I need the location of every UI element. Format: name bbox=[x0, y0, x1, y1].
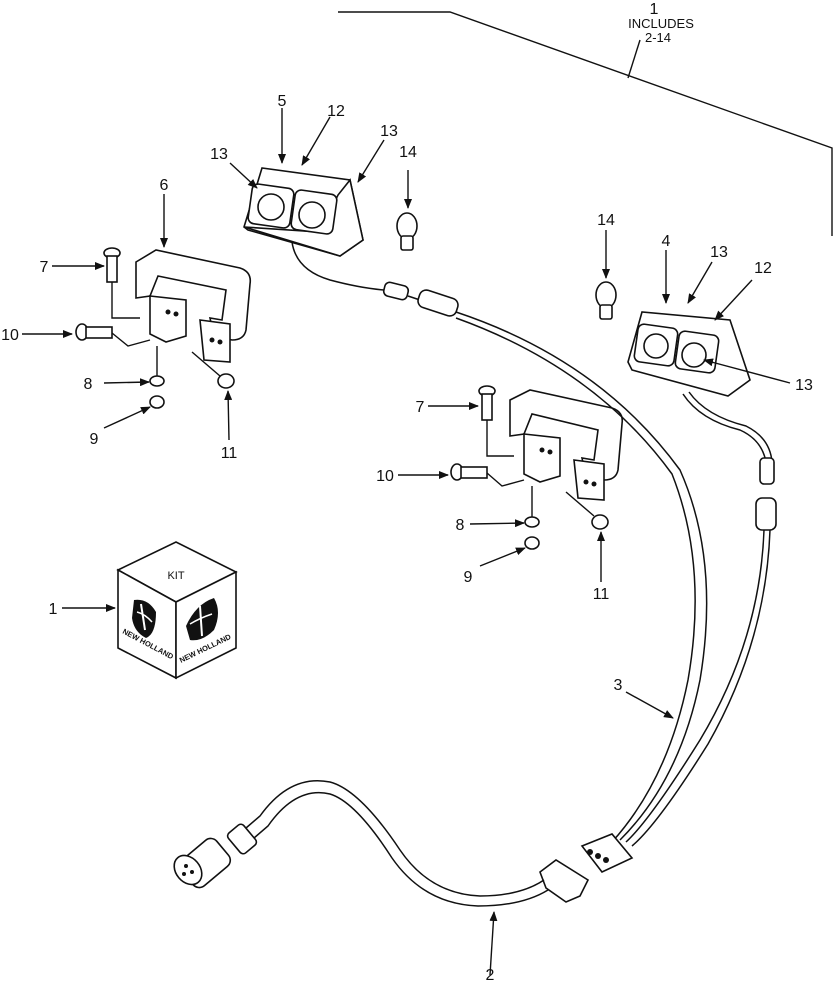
callout-5: 5 bbox=[278, 93, 287, 110]
callout-8-right: 8 bbox=[456, 517, 465, 534]
nut-11-left bbox=[191, 351, 235, 389]
bulb-14-right bbox=[595, 281, 617, 320]
washer-8-left bbox=[149, 346, 165, 387]
leader-arrows bbox=[22, 108, 791, 976]
callout-9-right: 9 bbox=[464, 569, 473, 586]
callout-1-kit: 1 bbox=[49, 601, 58, 618]
callout-13-c: 13 bbox=[710, 244, 728, 261]
range-label: 2-14 bbox=[645, 30, 671, 45]
nut-9-right bbox=[524, 536, 540, 550]
callout-1-top: 1 bbox=[650, 1, 659, 18]
callout-3: 3 bbox=[614, 677, 623, 694]
callout-11-right: 11 bbox=[593, 586, 610, 603]
callout-13-b: 13 bbox=[380, 123, 398, 140]
callout-8-left: 8 bbox=[84, 376, 93, 393]
callout-11-left: 11 bbox=[221, 445, 238, 462]
callout-7-right: 7 bbox=[416, 399, 425, 416]
kit-box-label: KIT bbox=[167, 570, 184, 582]
bolt-10-left bbox=[75, 323, 151, 347]
callout-2: 2 bbox=[486, 967, 495, 984]
bolt-10-right bbox=[450, 463, 525, 487]
callout-10-left: 10 bbox=[1, 327, 19, 344]
callout-14-right: 14 bbox=[597, 212, 615, 229]
nut-11-right bbox=[565, 491, 609, 530]
callout-14-top: 14 bbox=[399, 144, 417, 161]
callout-12-right: 12 bbox=[754, 260, 772, 277]
kit-box bbox=[116, 541, 238, 680]
callout-9-left: 9 bbox=[90, 431, 99, 448]
callout-10-right: 10 bbox=[376, 468, 394, 485]
wiring-harness-3 bbox=[291, 241, 777, 873]
new-holland-logo-left bbox=[132, 599, 156, 638]
callout-13-d: 13 bbox=[795, 377, 813, 394]
washer-8-right bbox=[524, 486, 540, 528]
bolt-7-right bbox=[478, 385, 514, 457]
callout-4: 4 bbox=[662, 233, 671, 250]
callout-13-a: 13 bbox=[210, 146, 228, 163]
lamp-housing-4 bbox=[627, 311, 751, 397]
new-holland-logo-right bbox=[186, 598, 218, 641]
bulb-14-top bbox=[396, 212, 418, 251]
includes-bracket bbox=[338, 11, 833, 236]
includes-label: INCLUDES bbox=[628, 16, 694, 31]
bolt-7-left bbox=[103, 247, 140, 319]
callout-6: 6 bbox=[160, 177, 169, 194]
nut-9-left bbox=[149, 395, 165, 409]
callout-7-left: 7 bbox=[40, 259, 49, 276]
lamp-housing-5 bbox=[243, 167, 364, 257]
extension-cable-2 bbox=[173, 780, 590, 907]
mounting-bracket-right bbox=[509, 389, 624, 501]
callout-12-top: 12 bbox=[327, 103, 345, 120]
mounting-bracket-left bbox=[135, 249, 252, 363]
